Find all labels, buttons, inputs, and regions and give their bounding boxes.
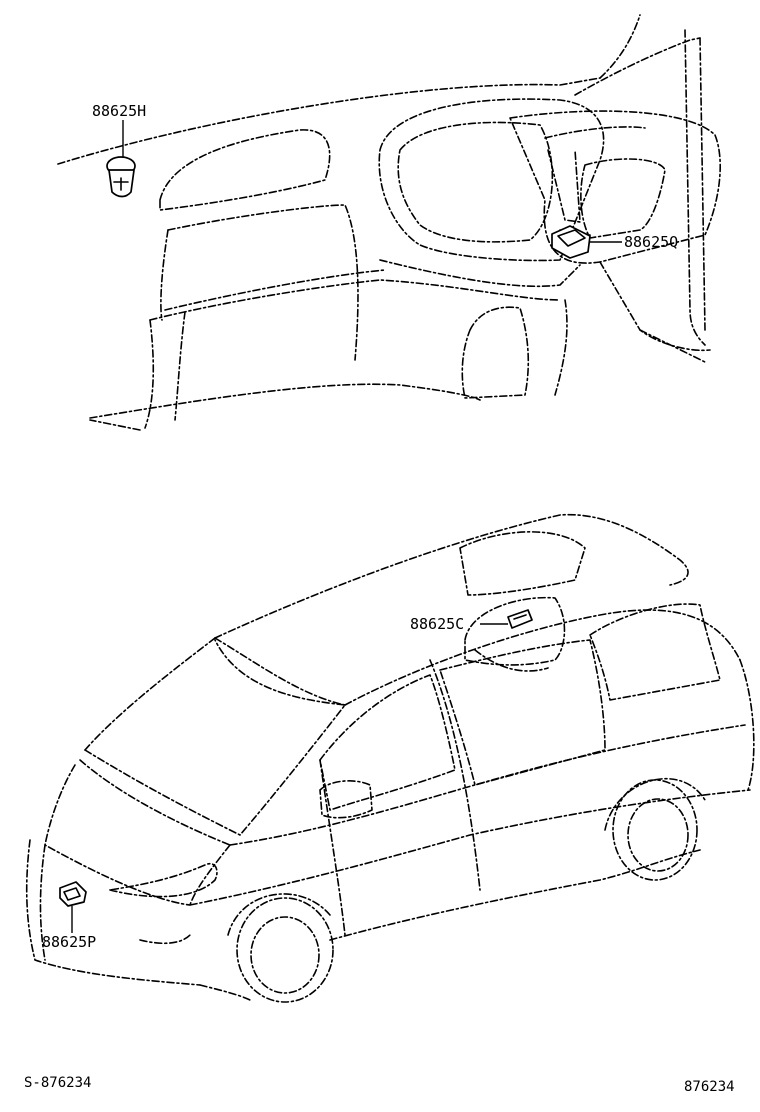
label-88625Q: 88625Q xyxy=(624,233,679,251)
part-88625H-sensor xyxy=(106,120,136,198)
label-88625C: 88625C xyxy=(410,615,465,633)
part-88625P-sensor xyxy=(59,881,87,933)
part-88625Q-sensor xyxy=(551,225,622,259)
label-88625H: 88625H xyxy=(92,102,147,120)
footer-left-code: S-876234 xyxy=(24,1075,92,1091)
label-88625P: 88625P xyxy=(42,933,97,951)
part-88625C-sensor xyxy=(480,609,533,629)
footer-right-code: 876234 xyxy=(684,1079,735,1095)
dashboard-illustration xyxy=(57,14,721,431)
van-illustration xyxy=(25,513,755,1003)
